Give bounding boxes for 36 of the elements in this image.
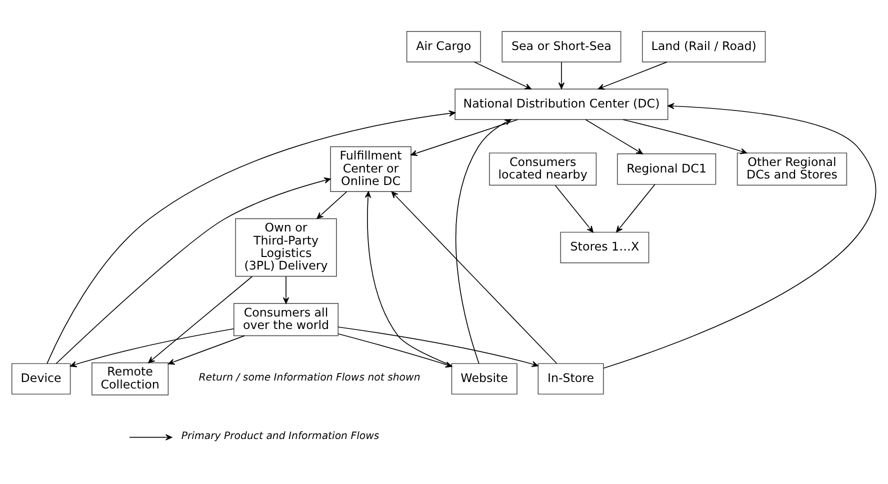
node-box: Consumers located nearby: [489, 152, 597, 186]
node-box: Fulfillment Center or Online DC: [330, 146, 412, 192]
node-box: Sea or Short-Sea: [502, 30, 622, 62]
arrow: [558, 62, 565, 90]
node-box: Regional DC1: [616, 153, 716, 185]
node-box: Land (Rail / Road): [642, 30, 766, 62]
node-box: Other Regional DCs and Stores: [736, 152, 848, 186]
arrow: [148, 276, 253, 364]
node-box: National Distribution Center (DC): [454, 88, 668, 120]
arrow: [474, 62, 532, 90]
node-box: Website: [451, 363, 518, 395]
arrow: [338, 326, 538, 368]
label: Return / some Information Flows not shown: [198, 372, 420, 384]
node-box: In-Store: [538, 363, 604, 395]
arrow: [56, 177, 331, 364]
arrow: [598, 62, 668, 90]
arrow: [554, 185, 594, 233]
arrow: [282, 276, 290, 304]
node-box: Consumers all over the world: [233, 303, 339, 336]
arrow: [338, 333, 452, 368]
arrow: [46, 110, 456, 364]
arrow: [364, 191, 452, 366]
arrow: [585, 119, 643, 154]
arrow: [603, 103, 876, 369]
arrow: [622, 119, 748, 154]
node-box: Stores 1…X: [560, 232, 650, 264]
node-box: Air Cargo: [406, 30, 481, 62]
node-box: Device: [11, 363, 71, 395]
node-box: Remote Collection: [92, 362, 169, 396]
arrow: [616, 184, 656, 232]
arrow: [316, 191, 348, 219]
arrow: [168, 335, 246, 365]
arrow: [70, 328, 234, 368]
legend-label: Primary Product and Information Flows: [181, 431, 380, 442]
arrow: [391, 191, 558, 364]
node-box: Own or Third-Party Logistics (3PL) Delivery: [235, 218, 337, 277]
